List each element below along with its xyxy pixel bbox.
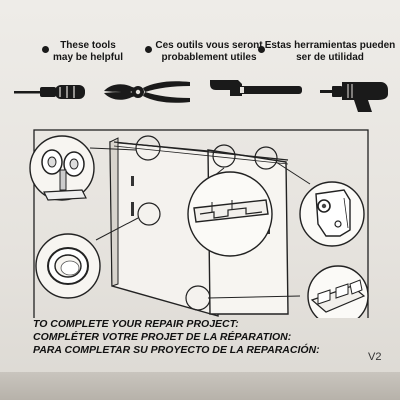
header-english: These tools may be helpful [52, 40, 124, 64]
header-bullet-spanish [258, 46, 265, 53]
header-french-line2: probablement utiles [161, 52, 257, 63]
top-track [113, 141, 289, 161]
callout-circle-top-center [212, 144, 236, 168]
repair-instructions: TO COMPLETE YOUR REPAIR PROJECT: COMPLÉT… [33, 318, 373, 357]
pliers-icon [104, 81, 190, 103]
bracket-detail [299, 181, 365, 247]
header-french-line1: Ces outils vous seront [155, 40, 263, 51]
tools-row [14, 80, 388, 112]
callout-circle-mid-left [137, 202, 161, 226]
version-label: V2 [368, 351, 382, 363]
door-diagram [29, 129, 369, 318]
instruction-english: TO COMPLETE YOUR REPAIR PROJECT: [33, 318, 239, 330]
track-detail [187, 171, 273, 257]
header-bullet-english [42, 46, 49, 53]
header-spanish: Estas herramientas pueden ser de utilida… [264, 40, 396, 64]
header-spanish-line1: Estas herramientas pueden [264, 40, 396, 51]
hammer-icon [210, 80, 302, 96]
screwdriver-icon [14, 85, 85, 99]
frame-outline [33, 129, 369, 318]
header-french: Ces outils vous seront probablement util… [150, 40, 268, 64]
guide-detail [35, 233, 101, 299]
header-english-line1: These tools [60, 40, 116, 51]
header-english-line2: may be helpful [52, 52, 123, 63]
drill-icon [320, 82, 388, 112]
header-bullet-french [145, 46, 152, 53]
instruction-spanish: PARA COMPLETAR SU PROYECTO DE LA REPARAC… [33, 344, 320, 356]
floor-guide-detail [307, 265, 369, 318]
instruction-french: COMPLÉTER VOTRE PROJET DE LA RÉPARATION: [33, 331, 292, 343]
bottom-band [0, 372, 400, 400]
roller-detail [29, 135, 95, 201]
callout-circle-top-left [135, 135, 161, 161]
callout-circle-top-right [254, 146, 278, 170]
header-spanish-line2: ser de utilidad [296, 52, 364, 63]
